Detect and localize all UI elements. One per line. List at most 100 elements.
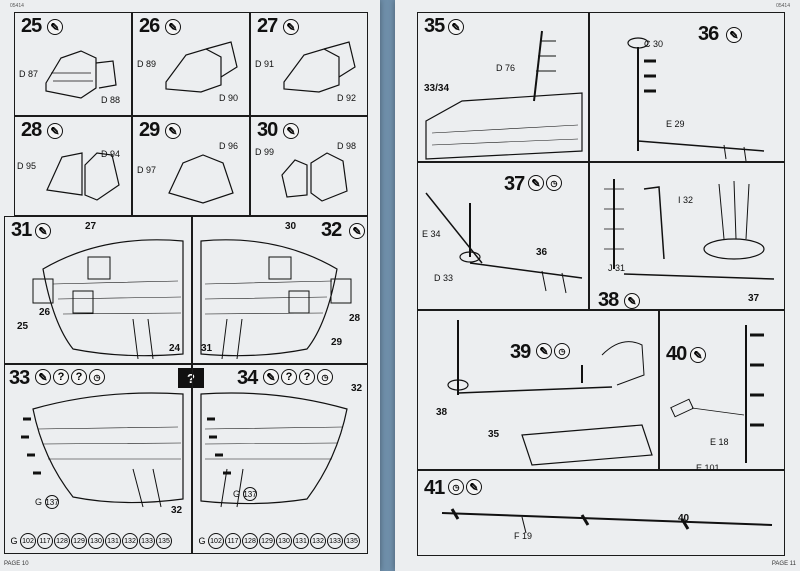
part-circle: 117 bbox=[225, 533, 241, 549]
frame-step-37: 37 ✎ ◷ E 34 D 33 36 bbox=[417, 162, 589, 310]
step-number: 40 bbox=[666, 343, 687, 365]
ship-stern-drawing bbox=[21, 392, 184, 508]
part-circle: 131 bbox=[293, 533, 309, 549]
part-circle: 131 bbox=[105, 533, 121, 549]
frame-step-32: 32 ✎ 30 28 29 31 bbox=[192, 216, 368, 364]
glue-icon: ✎ bbox=[624, 293, 640, 309]
frame-step-41: 41 ◷ ✎ F 19 40 bbox=[417, 470, 785, 556]
step-number: 25 bbox=[21, 15, 42, 37]
question-icon: ? bbox=[281, 369, 297, 385]
ship-deck-mast-drawing bbox=[425, 30, 583, 160]
step-number: 32 bbox=[321, 219, 342, 241]
part-label: D 96 bbox=[219, 141, 239, 151]
step-number: 26 bbox=[139, 15, 160, 37]
part-label: D 91 bbox=[255, 59, 275, 69]
ref-number: 27 bbox=[85, 221, 97, 232]
part-label: E 101 bbox=[696, 463, 720, 473]
part-label: J 31 bbox=[608, 263, 626, 273]
frame-step-36: 36 ✎ C 30 E 29 bbox=[589, 12, 785, 162]
part-circle: 128 bbox=[54, 533, 70, 549]
glue-icon: ✎ bbox=[165, 123, 181, 139]
part-label: G bbox=[233, 489, 241, 499]
part-label: C 30 bbox=[644, 39, 664, 49]
step-number: 37 bbox=[504, 173, 525, 195]
frame-step-33: 33 ✎ ? ? ◷ G 137 32 G 102 117 128 129 13… bbox=[4, 364, 192, 554]
ref-number: 32 bbox=[351, 383, 363, 394]
part-label: G bbox=[35, 497, 43, 507]
stern-cabin-drawing bbox=[46, 152, 120, 201]
frame-step-39: 39 ✎ ◷ 38 35 bbox=[417, 310, 659, 470]
step-icons: ✎ ◷ bbox=[528, 175, 562, 191]
glue-icon: ✎ bbox=[263, 369, 279, 385]
mast-top-drawing bbox=[627, 37, 765, 161]
frame-step-35: 35 ✎ 33/34 D 76 bbox=[417, 12, 589, 162]
ref-number: 33/34 bbox=[424, 83, 450, 94]
step-number: 30 bbox=[257, 119, 278, 141]
part-label: F 19 bbox=[514, 531, 533, 541]
step-icons: ◷ ✎ bbox=[448, 479, 482, 495]
part-circle: 117 bbox=[37, 533, 53, 549]
glue-icon: ✎ bbox=[528, 175, 544, 191]
yard-assembly-drawing bbox=[425, 192, 583, 294]
frame-step-29: 29 ✎ D 97 D 96 bbox=[132, 116, 250, 216]
part-label: D 33 bbox=[434, 273, 454, 283]
stern-cabin-drawing bbox=[283, 41, 356, 93]
ref-number: 32 bbox=[171, 505, 183, 516]
ref-number: 26 bbox=[39, 307, 51, 318]
step-number: 41 bbox=[424, 477, 445, 499]
frame-step-34: 34 ✎ ? ? ◷ G 137 32 G 102 117 128 129 13… bbox=[192, 364, 368, 554]
part-circle: 135 bbox=[344, 533, 360, 549]
ref-number: 37 bbox=[748, 293, 760, 304]
clock-icon: ◷ bbox=[317, 369, 333, 385]
frame-step-38: I 32 J 31 37 38 ✎ bbox=[589, 162, 785, 311]
frame-step-40: 40 ✎ E 18 E 101 bbox=[659, 310, 785, 473]
clock-icon: ◷ bbox=[546, 175, 562, 191]
part-label: D 90 bbox=[219, 93, 239, 103]
frame-step-26: 26 ✎ D 89 D 90 bbox=[132, 12, 250, 116]
part-circle: 102 bbox=[20, 533, 36, 549]
step-icons: ✎ ? ? ◷ bbox=[263, 369, 333, 385]
question-icon: ? bbox=[71, 369, 87, 385]
ship-hull-mast-drawing bbox=[447, 320, 653, 466]
parts-circles-row: G 102 117 128 129 130 131 132 133 135 bbox=[9, 533, 172, 549]
part-label: D 98 bbox=[337, 141, 357, 151]
frame-step-30: 30 ✎ D 99 D 98 bbox=[250, 116, 368, 216]
step-number: 31 bbox=[11, 219, 32, 241]
part-label: D 95 bbox=[17, 161, 37, 171]
stern-cabin-drawing bbox=[45, 50, 117, 99]
part-circle: 129 bbox=[71, 533, 87, 549]
part-circle: 135 bbox=[156, 533, 172, 549]
frame-step-31: 31 ✎ 27 25 26 24 bbox=[4, 216, 192, 364]
yard-detail-drawing bbox=[670, 325, 764, 463]
step-number: 33 bbox=[9, 367, 30, 389]
frame-step-27: 27 ✎ D 91 D 92 bbox=[250, 12, 368, 116]
left-header-code: 05414 bbox=[10, 3, 24, 9]
part-circle: 128 bbox=[242, 533, 258, 549]
part-label: D 89 bbox=[137, 59, 157, 69]
step-number: 35 bbox=[424, 15, 445, 37]
glue-icon: ✎ bbox=[448, 19, 464, 35]
part-label: E 29 bbox=[666, 119, 685, 129]
part-label: E 18 bbox=[710, 437, 729, 447]
part-circle: 137 bbox=[243, 487, 257, 501]
part-label: G bbox=[9, 533, 19, 549]
right-header-code: 05414 bbox=[776, 3, 790, 9]
step-number: 28 bbox=[21, 119, 42, 141]
question-icon: ? bbox=[53, 369, 69, 385]
clock-icon: ◷ bbox=[448, 479, 464, 495]
ref-number: 38 bbox=[436, 407, 448, 418]
part-label: D 76 bbox=[496, 63, 516, 73]
step-number: 39 bbox=[510, 341, 531, 363]
glue-icon: ✎ bbox=[349, 223, 365, 239]
part-circle: 130 bbox=[276, 533, 292, 549]
left-page: 05414 25 ✎ D 87 D 88 26 ✎ D 89 D 90 27 ✎… bbox=[0, 0, 380, 571]
ref-number: 25 bbox=[17, 321, 29, 332]
step-number: 34 bbox=[237, 367, 258, 389]
part-circle: 102 bbox=[208, 533, 224, 549]
part-label: D 87 bbox=[19, 69, 39, 79]
part-label: D 99 bbox=[255, 147, 275, 157]
glue-icon: ✎ bbox=[35, 223, 51, 239]
glue-icon: ✎ bbox=[690, 347, 706, 363]
ship-stern-drawing bbox=[32, 239, 184, 360]
clock-icon: ◷ bbox=[89, 369, 105, 385]
